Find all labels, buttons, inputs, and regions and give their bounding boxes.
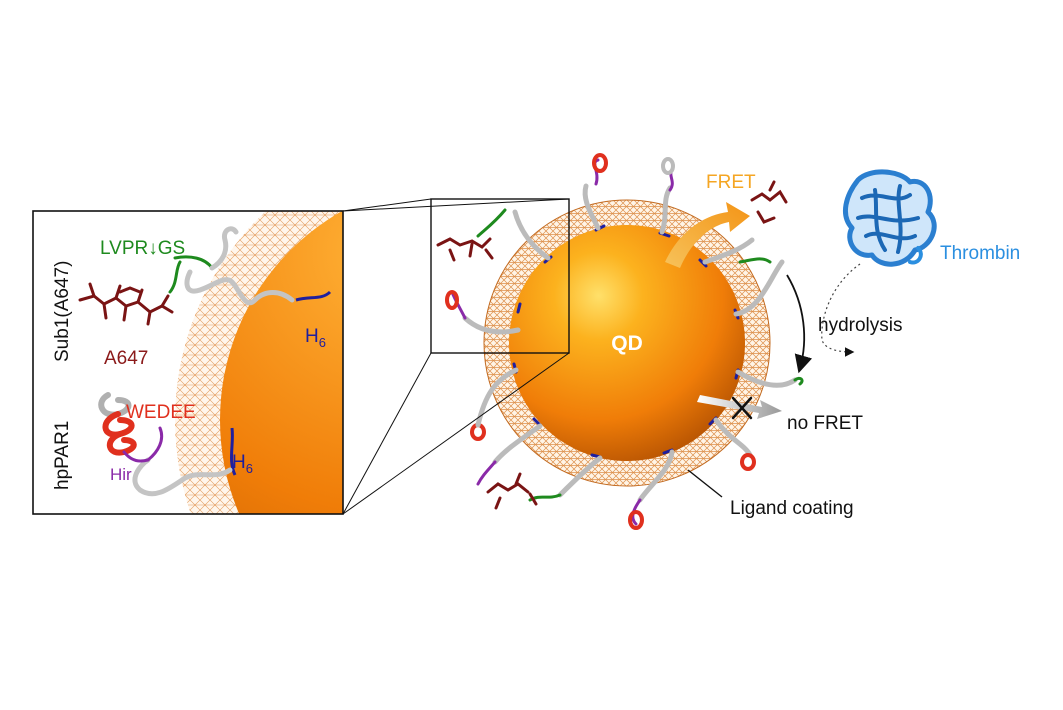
no-fret-label: no FRET [787, 413, 863, 434]
hydrolysis-label: hydrolysis [818, 315, 902, 336]
hir-label: Hir [110, 465, 132, 484]
his6-label-upper: H6 [305, 326, 326, 350]
a647-label: A647 [104, 348, 148, 369]
ligand-coating-pointer [687, 469, 723, 498]
his6-lower-base: H [232, 452, 246, 473]
peptide-ligands [445, 153, 804, 530]
his6-upper-sub: 6 [319, 335, 326, 350]
zoom-selection-box [430, 198, 570, 354]
wedee-label: WEDEE [126, 402, 196, 423]
thrombin-dotted-path [821, 263, 861, 357]
inset-peptide-ligands [132, 226, 295, 497]
his6-label-lower: H6 [232, 452, 253, 476]
qd-label: QD [611, 332, 643, 355]
no-fret-cross-icon [731, 396, 753, 420]
sub1-label: Sub1(A647) [52, 261, 73, 362]
his6-upper-base: H [305, 326, 319, 347]
fret-arrow [665, 202, 750, 268]
zoom-connector-lines [342, 198, 570, 515]
ligand-coating-label: Ligand coating [730, 498, 854, 519]
wedee-helix-icon [98, 392, 150, 463]
hppar1-label: hpPAR1 [52, 421, 73, 490]
hydrolysis-arrow [786, 274, 813, 374]
his6-lower-sub: 6 [246, 461, 253, 476]
fret-label: FRET [706, 172, 756, 193]
thrombin-label: Thrombin [940, 243, 1020, 264]
zoom-inset-panel [32, 210, 344, 515]
lvpr-gs-label: LVPR↓GS [100, 238, 185, 259]
thrombin-protein-icon [842, 169, 937, 267]
a647-dye-marks [436, 180, 788, 510]
qd-core [509, 225, 745, 461]
inset-a647-dye-icon [78, 282, 174, 326]
